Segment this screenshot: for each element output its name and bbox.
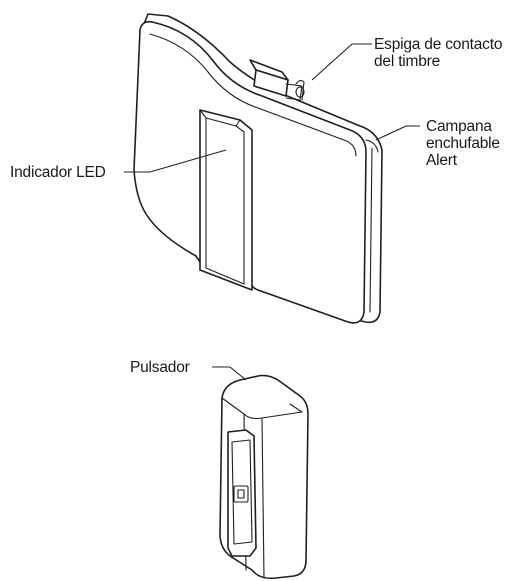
plug-in-chime xyxy=(133,13,383,324)
label-indicador: Indicador LED xyxy=(10,164,106,181)
leader-indicador xyxy=(124,149,227,173)
label-campana: Campana enchufable Alert xyxy=(426,118,500,169)
label-espiga-line2: del timbre xyxy=(374,53,441,70)
label-indicador-text: Indicador LED xyxy=(10,164,106,181)
label-campana-line1: Campana xyxy=(426,118,492,135)
label-espiga: Espiga de contacto del timbre xyxy=(374,36,502,70)
label-pulsador: Pulsador xyxy=(130,359,190,376)
label-campana-line3: Alert xyxy=(426,152,457,169)
leader-campana xyxy=(375,125,420,141)
leader-pulsador xyxy=(212,366,247,381)
label-pulsador-text: Pulsador xyxy=(130,359,190,376)
leader-espiga xyxy=(311,43,372,81)
label-campana-line2: enchufable xyxy=(426,135,500,152)
push-button xyxy=(219,374,309,580)
label-espiga-line1: Espiga de contacto xyxy=(374,36,503,53)
